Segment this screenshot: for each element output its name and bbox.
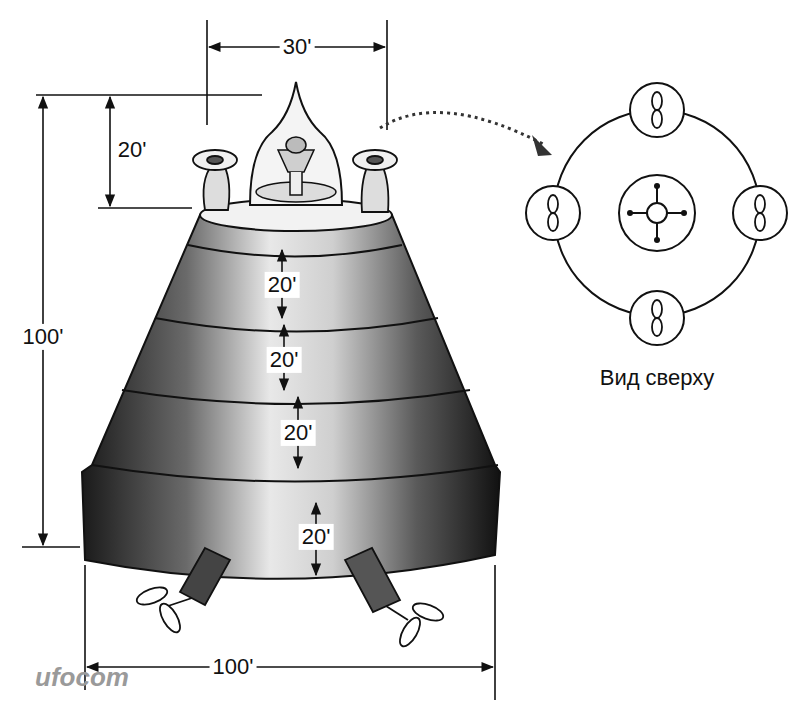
view-caption: Вид сверху xyxy=(597,365,718,391)
dimension-label: 20' xyxy=(265,272,300,298)
dimension-label: 20' xyxy=(299,524,334,550)
dimension-label: 20' xyxy=(281,420,316,446)
dimension-label: 100' xyxy=(20,324,67,350)
watermark: ufocom xyxy=(32,662,132,693)
dimension-label: 20' xyxy=(115,137,150,163)
dimension-label: 30' xyxy=(280,34,315,60)
dimension-label: 100' xyxy=(210,654,257,680)
dimension-label: 20' xyxy=(267,347,302,373)
